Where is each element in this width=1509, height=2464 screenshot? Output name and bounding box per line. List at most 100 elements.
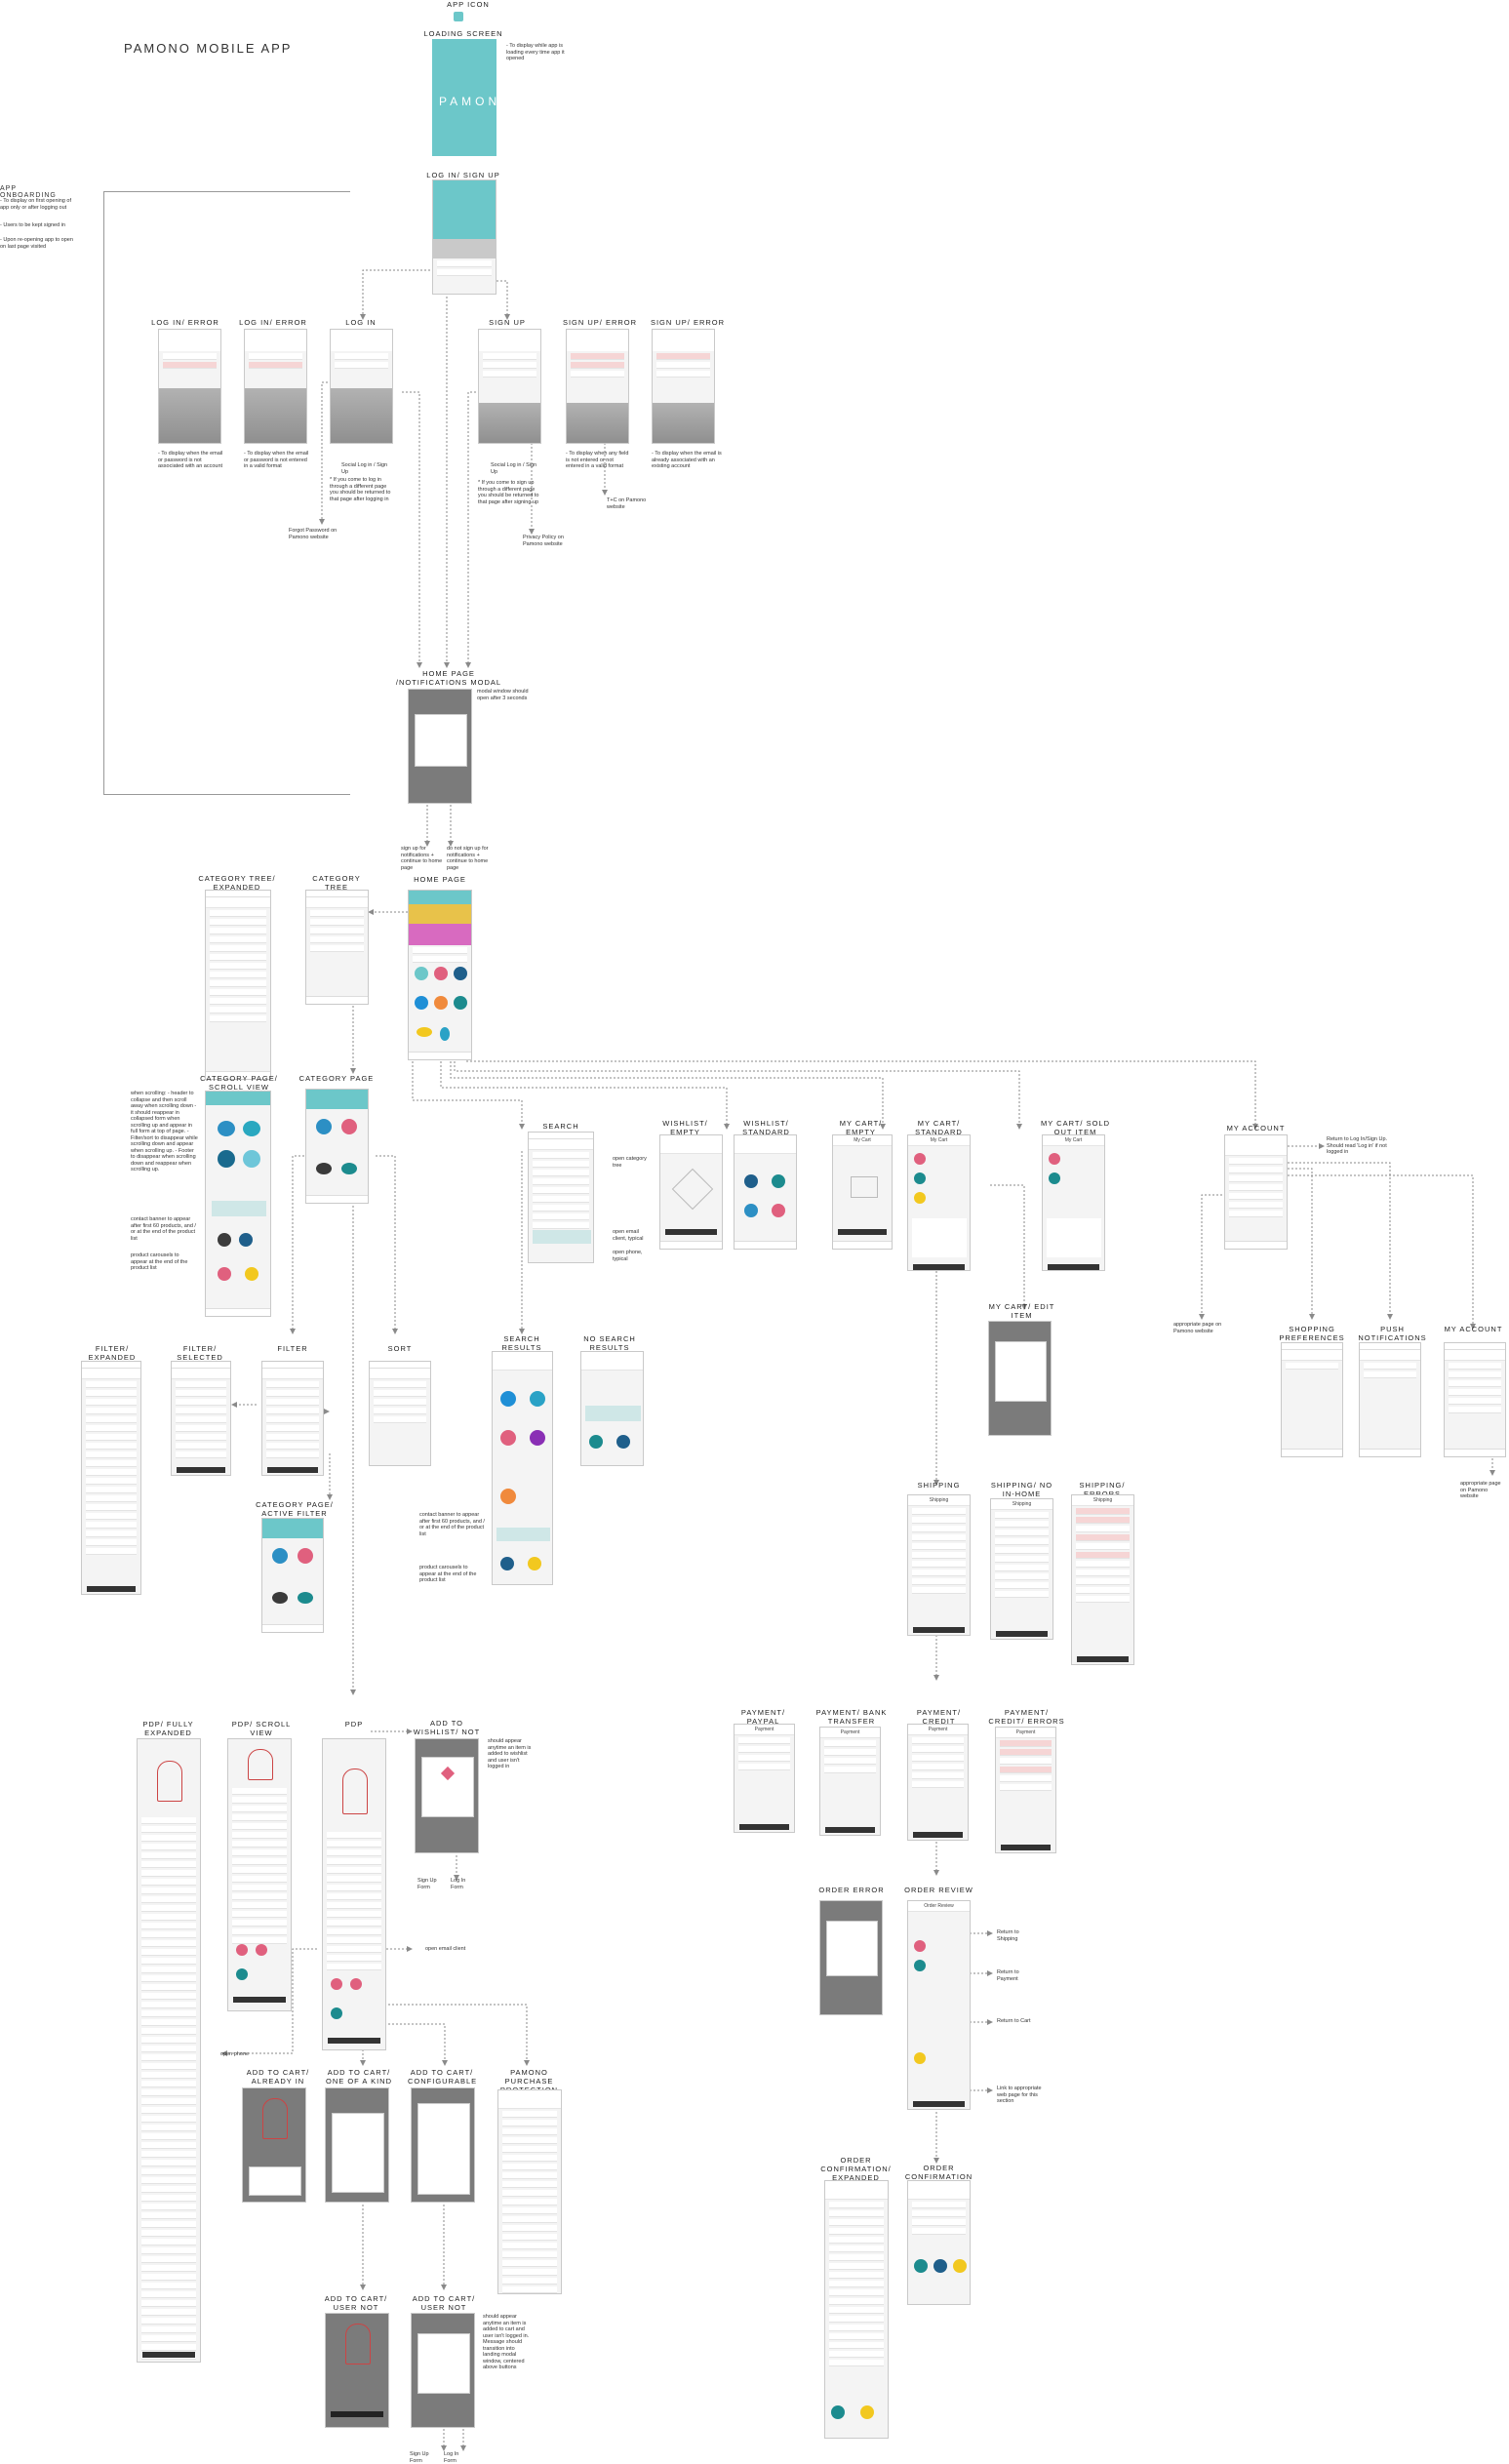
screen-add-cart-user2 bbox=[411, 2313, 475, 2428]
onboarding-note-3: - Upon re-opening app to open on last pa… bbox=[0, 237, 73, 250]
label-pdp-expanded: PDP/ FULLY EXPANDED bbox=[137, 1720, 200, 1737]
note-login: Social Log in / Sign Up bbox=[341, 462, 395, 475]
note-forgot: Forgot Password on Pamono website bbox=[289, 528, 347, 540]
screen-shipping-no-home: Shipping bbox=[990, 1498, 1053, 1640]
note-login-form: Log In Form bbox=[451, 1878, 475, 1890]
screen-cart-edit bbox=[988, 1321, 1052, 1436]
screen-cat-page bbox=[305, 1089, 369, 1204]
order-review-header: Order Review bbox=[908, 1901, 970, 1912]
note-carousels: product carousels to appear at the end o… bbox=[131, 1252, 197, 1272]
label-loading: LOADING SCREEN bbox=[419, 29, 507, 38]
screen-filter-selected bbox=[171, 1361, 231, 1476]
screen-signup bbox=[478, 329, 541, 444]
note-scroll: when scrolling: - header to collapse and… bbox=[131, 1091, 199, 1173]
cart-header-2: My Cart bbox=[908, 1135, 970, 1146]
note-login-2: * If you come to log in through a differ… bbox=[330, 477, 396, 502]
note-signup-error1: - To display when any field is not enter… bbox=[566, 451, 632, 470]
screen-cat-tree bbox=[305, 890, 369, 1005]
note-login-error2: - To display when the email or password … bbox=[158, 451, 228, 470]
label-add-cart-config: ADD TO CART/ CONFIGURABLE bbox=[408, 2068, 476, 2086]
label-cart-edit: MY CART/ EDIT ITEM bbox=[985, 1302, 1058, 1320]
label-payment-credit-errors: PAYMENT/ CREDIT/ ERRORS bbox=[985, 1708, 1068, 1726]
note-open-phone: open phone, typical bbox=[613, 1250, 652, 1262]
label-cat-page-scroll: CATEGORY PAGE/ SCROLL VIEW bbox=[200, 1074, 278, 1092]
screen-payment-credit-errors: Payment bbox=[995, 1727, 1056, 1853]
label-order-conf-expanded: ORDER CONFIRMATION/ EXPANDED bbox=[819, 2156, 893, 2182]
payment-header: Payment bbox=[735, 1725, 794, 1735]
note-account-web: appropriate page on Pamono website bbox=[1173, 1322, 1222, 1334]
note-login-error1: - To display when the email or password … bbox=[244, 451, 310, 470]
note-open-phone-2: open phone bbox=[220, 2051, 259, 2058]
note-account-web-2: appropriate page on Pamono website bbox=[1460, 1481, 1507, 1500]
label-payment-bank: PAYMENT/ BANK TRANSFER bbox=[813, 1708, 891, 1726]
payment-header-3: Payment bbox=[908, 1725, 968, 1735]
screen-login bbox=[330, 329, 393, 444]
note-open-cat: open category tree bbox=[613, 1156, 652, 1169]
screen-signup-error2 bbox=[652, 329, 715, 444]
screen-add-wishlist bbox=[415, 1738, 479, 1853]
app-icon bbox=[454, 12, 463, 21]
screen-add-cart-user1 bbox=[325, 2313, 389, 2428]
label-pdp: PDP bbox=[325, 1720, 383, 1729]
protection-header: Pamono Purchase Protection bbox=[498, 2090, 561, 2109]
note-return-login: Return to Log In/Sign Up. Should read 'L… bbox=[1327, 1136, 1390, 1156]
label-login: LOG IN bbox=[327, 318, 395, 327]
note-signup-form: Sign Up Form bbox=[417, 1878, 442, 1890]
note-loading: - To display while app is loading every … bbox=[506, 43, 570, 62]
screen-search bbox=[528, 1132, 594, 1263]
screen-signup-error1 bbox=[566, 329, 629, 444]
label-login-signup: LOG IN/ SIGN UP bbox=[419, 171, 507, 179]
label-my-account-1: MY ACCOUNT bbox=[1224, 1124, 1288, 1133]
screen-home bbox=[408, 890, 472, 1060]
screen-payment-paypal: Payment bbox=[734, 1724, 795, 1833]
screen-filter bbox=[261, 1361, 324, 1476]
payment-header-2: Payment bbox=[820, 1728, 880, 1738]
screen-pdp-scroll bbox=[227, 1738, 292, 2011]
wishlist-header-2: Wishlist bbox=[735, 1135, 796, 1154]
note-return-shipping: Return to Shipping bbox=[997, 1929, 1036, 1942]
note-email-client: open email client, typical bbox=[613, 1229, 652, 1242]
label-search: SEARCH bbox=[527, 1122, 595, 1131]
screen-login-signup bbox=[432, 179, 496, 295]
search-query-1: "Pun Chair" bbox=[493, 1352, 552, 1371]
screen-order-conf-expanded: Thank you Jane! bbox=[824, 2180, 889, 2439]
screen-cat-tree-expanded bbox=[205, 890, 271, 1080]
screen-cat-page-scroll bbox=[205, 1091, 271, 1317]
note-no-notif: do not sign up for notifications + conti… bbox=[447, 846, 494, 871]
note-signup: Social Log in / Sign Up bbox=[491, 462, 544, 475]
label-home: HOME PAGE bbox=[408, 875, 472, 884]
label-cat-page-filter: CATEGORY PAGE/ ACTIVE FILTER bbox=[256, 1500, 334, 1518]
note-cart: should appear anytime an item is added t… bbox=[483, 2314, 532, 2371]
note-link-web: Link to appropriate web page for this se… bbox=[997, 2086, 1051, 2105]
screen-order-error bbox=[819, 1900, 883, 2015]
note-signup-form-2: Sign Up Form bbox=[410, 2451, 434, 2464]
screen-pdp bbox=[322, 1738, 386, 2050]
screen-sort bbox=[369, 1361, 431, 1466]
screen-cart-empty: My Cart bbox=[832, 1134, 893, 1250]
screen-pdp-expanded bbox=[137, 1738, 201, 2363]
screen-cart-sold-out: My Cart bbox=[1042, 1134, 1105, 1271]
label-shipping: SHIPPING bbox=[907, 1481, 971, 1490]
screen-wishlist-standard: Wishlist bbox=[734, 1134, 797, 1250]
note-banner-2: contact banner to appear after first 60 … bbox=[419, 1512, 486, 1537]
note-signup-2: * If you come to sign up through a diffe… bbox=[478, 480, 544, 505]
search-query-2: "eddfe" bbox=[581, 1352, 643, 1371]
note-return-payment: Return to Payment bbox=[997, 1969, 1036, 1982]
note-tc: T+C on Pamono website bbox=[607, 497, 655, 510]
screen-shopping-prefs bbox=[1281, 1342, 1343, 1457]
screen-shipping-errors: Shipping bbox=[1071, 1494, 1134, 1665]
screen-home-modal bbox=[408, 689, 472, 804]
screen-loading: PAMONO bbox=[432, 39, 496, 156]
note-login-form-2: Log In Form bbox=[444, 2451, 468, 2464]
label-filter-selected: FILTER/ SELECTED bbox=[161, 1344, 239, 1362]
screen-cat-page-filter bbox=[261, 1518, 324, 1633]
screen-wishlist-empty: Wishlist bbox=[659, 1134, 723, 1250]
note-privacy: Privacy Policy on Pamono website bbox=[523, 535, 572, 547]
onboarding-note-1: - To display on first opening of app onl… bbox=[0, 198, 73, 211]
note-modal: modal window should open after 3 seconds bbox=[477, 689, 536, 701]
label-shopping-prefs: SHOPPING PREFERENCES bbox=[1278, 1325, 1346, 1342]
screen-no-search-results: "eddfe" bbox=[580, 1351, 644, 1466]
cart-header-3: My Cart bbox=[1043, 1135, 1104, 1146]
screen-order-conf: Thank you Jane! bbox=[907, 2180, 971, 2305]
page-title: PAMONO MOBILE APP bbox=[124, 41, 292, 56]
